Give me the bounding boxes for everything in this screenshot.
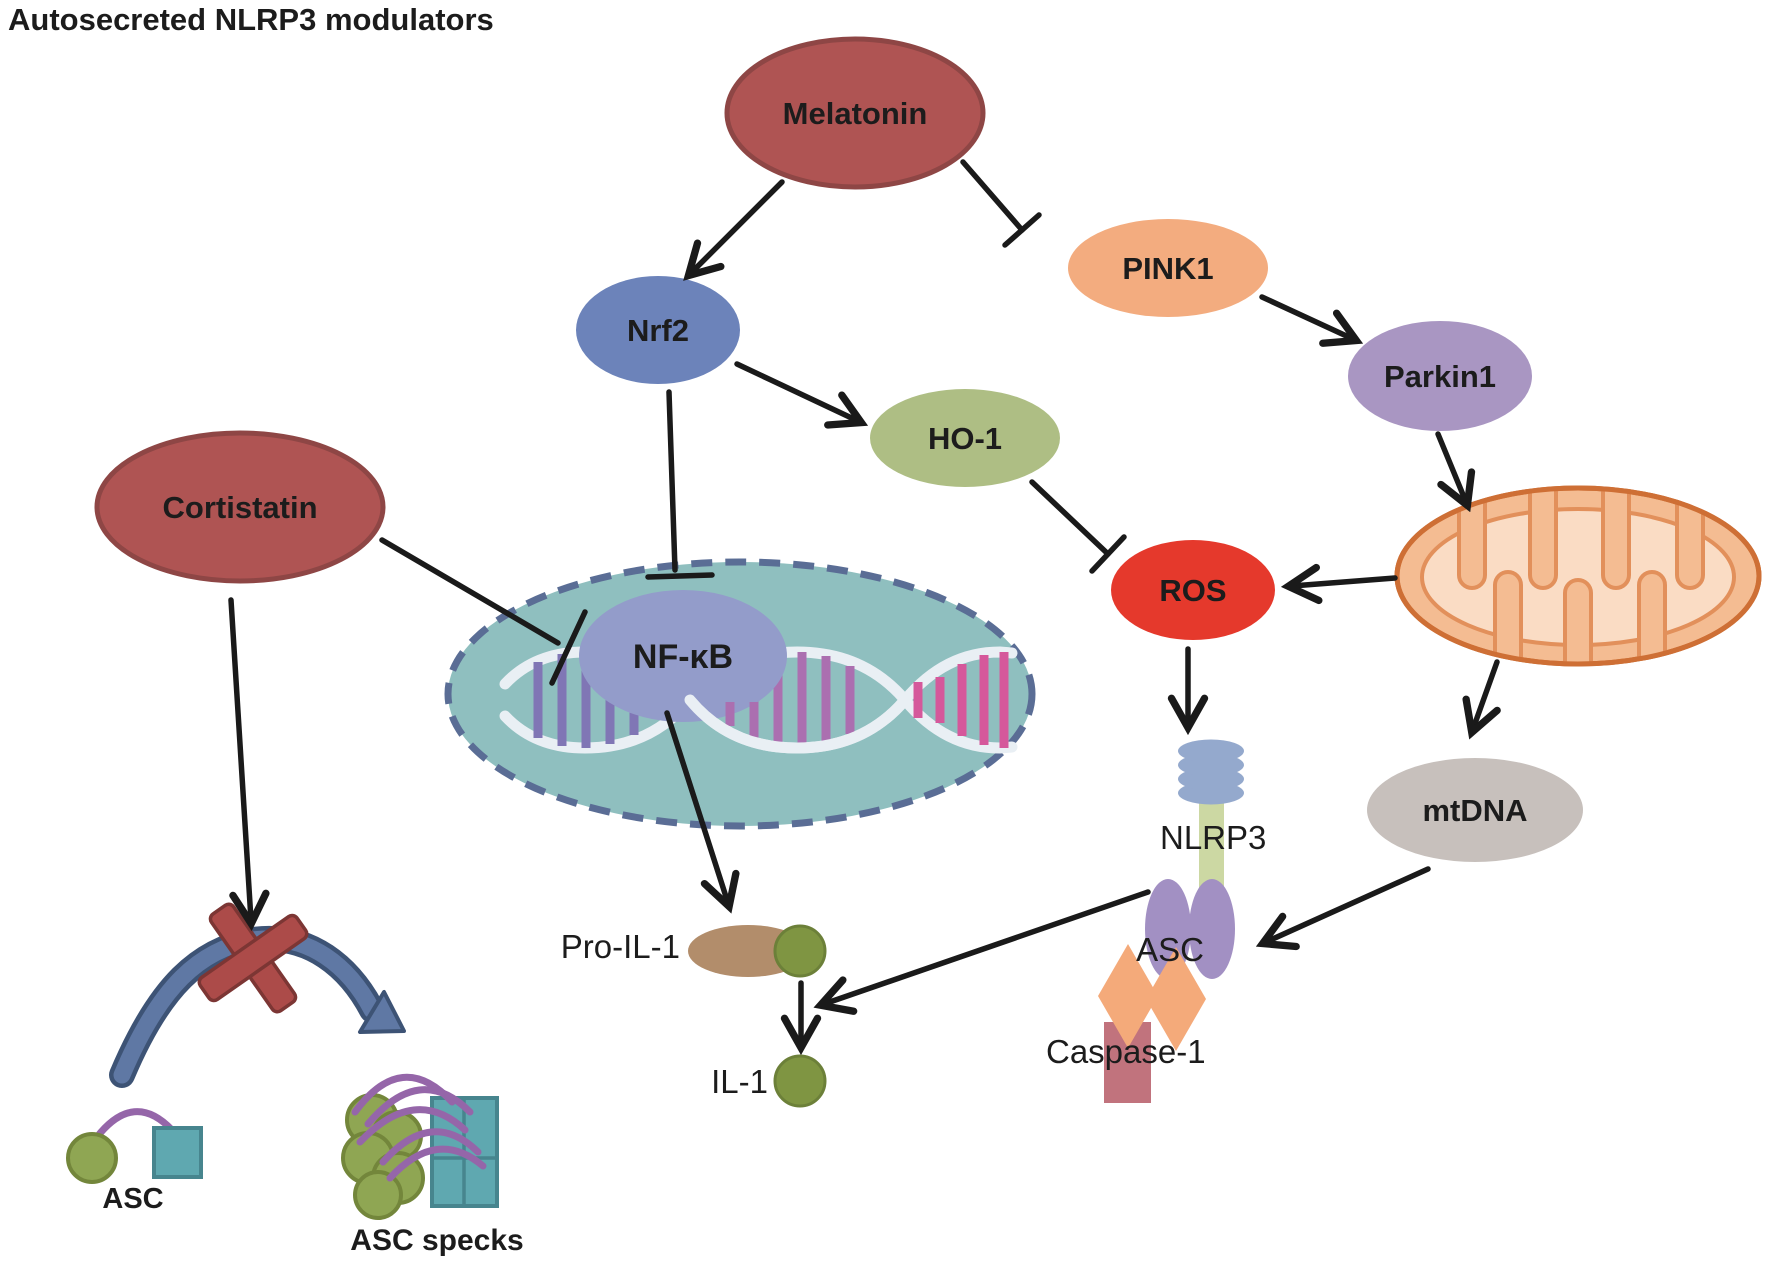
nlrp3-label: NLRP3 bbox=[1160, 819, 1266, 856]
nrf2-label: Nrf2 bbox=[627, 313, 689, 348]
dna-helix-front bbox=[684, 694, 911, 754]
asc-monomer-pyd bbox=[66, 1132, 118, 1184]
arrow-inflammasome-il1 bbox=[824, 889, 1151, 1004]
pink1-label: PINK1 bbox=[1122, 251, 1213, 286]
nlrp3-nacht-rod bbox=[1199, 796, 1224, 892]
curved-arrow-head bbox=[358, 990, 406, 1034]
parkin1-node bbox=[1348, 321, 1532, 431]
il1-label: IL-1 bbox=[711, 1063, 768, 1100]
asc-monomer-label: ASC bbox=[102, 1183, 163, 1215]
arrow-pink1-parkin1 bbox=[1259, 294, 1353, 339]
arrow-mitochondria-mtdna bbox=[1473, 659, 1497, 729]
nfkb-node bbox=[579, 590, 787, 722]
inhibit-cortistatin-nfkb-shaft bbox=[379, 537, 561, 646]
dna-rungs-pink bbox=[913, 652, 1009, 748]
inhibit-ho1-ros-shaft bbox=[1029, 479, 1111, 557]
pro-il1-label: Pro-IL-1 bbox=[561, 928, 680, 965]
inhibit-melatonin-pink1-bar bbox=[1002, 212, 1042, 248]
figure-title: Autosecreted NLRP3 modulators bbox=[8, 2, 494, 37]
pink1-node bbox=[1068, 219, 1268, 317]
asc-specks-arcs bbox=[351, 1073, 487, 1182]
ho1-label: HO-1 bbox=[928, 421, 1002, 456]
inhibit-cortistatin-nfkb-bar bbox=[549, 609, 588, 686]
asc-complex-label: ASC bbox=[1136, 931, 1204, 968]
nlrp3-lrr-icon bbox=[1178, 739, 1244, 805]
asc-speck-assembly: ASC ASC specks bbox=[66, 902, 524, 1257]
mtdna-label: mtDNA bbox=[1422, 793, 1527, 828]
ros-node bbox=[1111, 540, 1275, 640]
pro-il1-green-domain bbox=[773, 924, 827, 978]
inhibit-ho1-ros-bar bbox=[1089, 534, 1127, 574]
arrow-nrf2-ho1 bbox=[734, 361, 858, 421]
il1-processing: Pro-IL-1 IL-1 bbox=[561, 924, 827, 1108]
ho1-node bbox=[870, 389, 1060, 487]
ros-label: ROS bbox=[1159, 573, 1226, 608]
melatonin-label: Melatonin bbox=[783, 96, 928, 131]
asc-monomer-arc bbox=[93, 1108, 176, 1141]
inhibit-nrf2-nfkb-shaft bbox=[666, 389, 678, 573]
asc-oval-right bbox=[1189, 879, 1235, 979]
mitochondria-cristae bbox=[1420, 488, 1736, 664]
parkin1-label: Parkin1 bbox=[1384, 359, 1496, 394]
caspase1-card-right bbox=[1146, 947, 1206, 1051]
edges bbox=[228, 159, 1497, 1044]
cortistatin-label: Cortistatin bbox=[163, 490, 318, 525]
arrow-nfkb-pro-il1 bbox=[664, 710, 728, 903]
arrow-mitochondria-ros bbox=[1292, 578, 1398, 586]
mitochondria bbox=[1394, 485, 1762, 667]
melatonin-node bbox=[724, 36, 986, 190]
inhibit-melatonin-pink1-shaft bbox=[960, 159, 1025, 233]
nlrp3-inflammasome: NLRP3 ASC Caspase-1 bbox=[1046, 739, 1266, 1103]
arrow-parkin1-mitochondria bbox=[1435, 431, 1466, 502]
asc-monomer-card bbox=[152, 1126, 203, 1179]
il1-molecule bbox=[773, 1054, 827, 1108]
inhibit-nrf2-nfkb-bar bbox=[645, 572, 715, 580]
caspase1-card-left bbox=[1098, 944, 1158, 1048]
arrow-mtdna-inflammasome bbox=[1266, 866, 1431, 942]
mtdna-node bbox=[1367, 758, 1583, 862]
pathway-nodes: Melatonin Cortistatin PINK1 Parkin1 Nrf2… bbox=[94, 36, 1583, 862]
nfkb-label: NF-κB bbox=[633, 638, 733, 676]
nrf2-node bbox=[576, 276, 740, 384]
caspase1-label: Caspase-1 bbox=[1046, 1033, 1206, 1070]
asc-specks-label: ASC specks bbox=[350, 1224, 523, 1257]
arrow-melatonin-nrf2 bbox=[691, 179, 785, 273]
arrow-cortistatin-asc-block bbox=[228, 597, 251, 920]
block-x-icon bbox=[197, 902, 309, 1014]
cortistatin-node bbox=[94, 430, 386, 584]
